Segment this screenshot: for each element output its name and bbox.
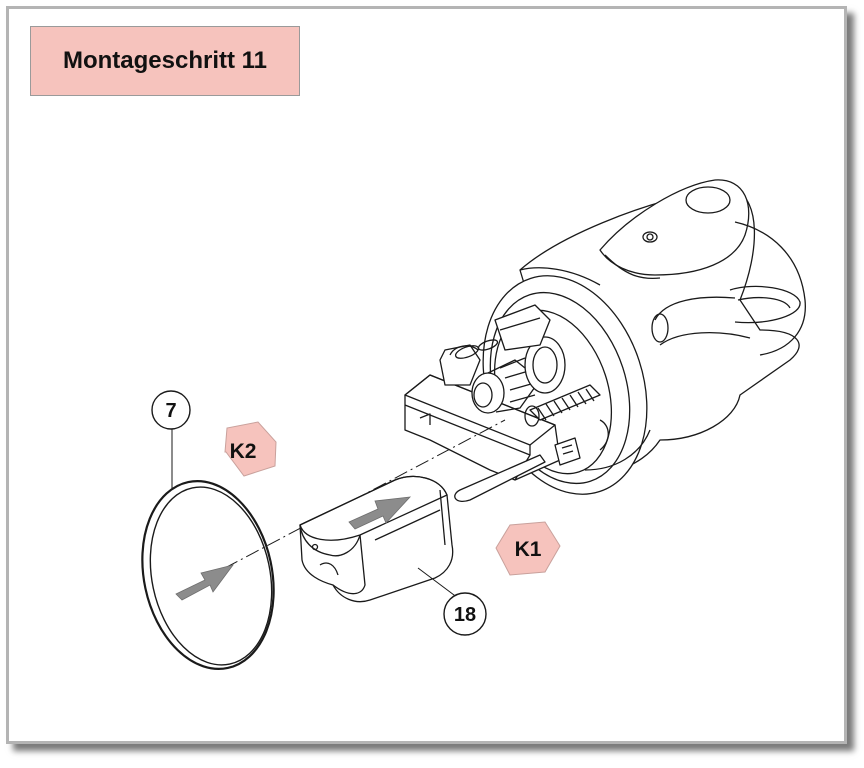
callout-7-label: 7 bbox=[165, 400, 176, 422]
o-ring bbox=[141, 480, 275, 670]
step-title-text: Montageschritt 11 bbox=[62, 47, 268, 74]
arrow-on-o-ring-icon bbox=[175, 564, 234, 601]
battery bbox=[299, 475, 454, 603]
marker-k1-label: K1 bbox=[515, 538, 542, 561]
marker-k1: K1 bbox=[495, 521, 561, 576]
callout-18: 18 bbox=[443, 592, 487, 636]
callout-7: 7 bbox=[151, 390, 191, 430]
leader-18 bbox=[417, 567, 459, 599]
callout-18-label: 18 bbox=[454, 604, 476, 626]
arrow-on-battery-icon bbox=[348, 496, 412, 530]
marker-k2-label: K2 bbox=[230, 440, 257, 463]
assembly-axis bbox=[224, 419, 506, 569]
marker-k2: K2 bbox=[224, 421, 277, 477]
step-title: Montageschritt 11 bbox=[30, 26, 300, 96]
switch-mechanism bbox=[404, 304, 609, 502]
